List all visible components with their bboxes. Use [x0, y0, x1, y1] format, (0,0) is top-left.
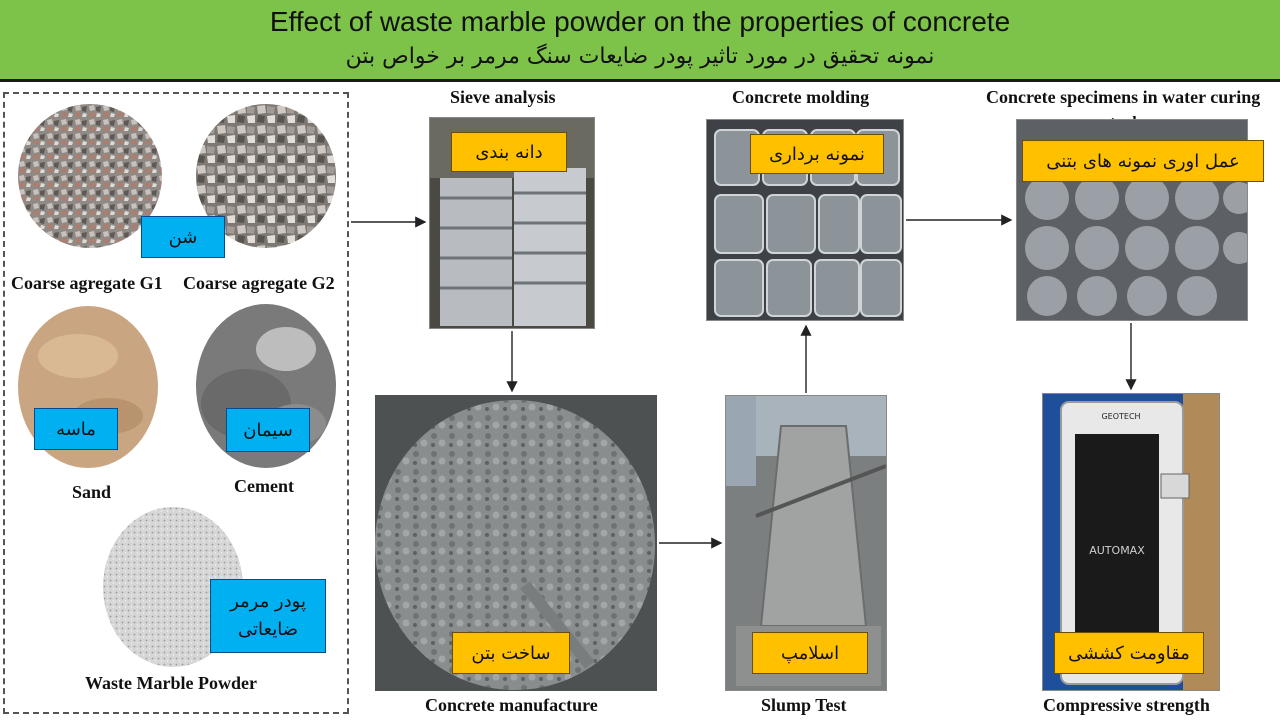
marble-label-line2: ضایعاتی — [238, 619, 298, 640]
concrete-molding-label: نمونه برداری — [750, 134, 884, 174]
title-english: Effect of waste marble powder on the pro… — [269, 6, 1011, 37]
sieve-analysis-caption: Sieve analysis — [450, 87, 556, 107]
cement-label: سیمان — [226, 408, 310, 452]
concrete-manufacture-caption: Concrete manufacture — [425, 695, 598, 715]
concrete-manufacture-label: ساخت بتن — [452, 632, 570, 674]
compressive-strength-caption: Compressive strength — [1043, 695, 1210, 715]
waste-marble-powder-label: پودر مرمر ضایعاتی — [210, 579, 326, 653]
machine-brand-plate: GEOTECH — [1101, 412, 1140, 421]
title-persian: نمونه تحقیق در مورد تاثیر پودر ضایعات سن… — [345, 44, 935, 69]
slump-test-label: اسلامپ — [752, 632, 868, 674]
compressive-strength-label: مقاومت کششی — [1054, 632, 1204, 674]
waste-marble-powder-caption: Waste Marble Powder — [85, 673, 257, 693]
curing-tank-label: عمل اوری نمونه های بتنی — [1022, 140, 1264, 182]
materials-group — [3, 92, 349, 714]
coarse-aggregate-g1-caption: Coarse agregate G1 — [11, 273, 163, 293]
marble-label-line1: پودر مرمر — [230, 591, 306, 612]
machine-model-text: AUTOMAX — [1089, 544, 1145, 557]
sand-caption: Sand — [72, 482, 112, 502]
cement-caption: Cement — [234, 476, 294, 496]
concrete-molding-caption: Concrete molding — [732, 87, 870, 107]
coarse-aggregate-g1-image — [18, 104, 162, 248]
sieve-analysis-label: دانه بندی — [451, 132, 567, 172]
sand-label: ماسه — [34, 408, 118, 450]
slump-test-caption: Slump Test — [761, 695, 847, 715]
curing-caption-line1: Concrete specimens in water curing — [986, 87, 1261, 107]
coarse-aggregate-label: شن — [141, 216, 225, 258]
title-banner: Effect of waste marble powder on the pro… — [0, 0, 1280, 82]
coarse-aggregate-g2-caption: Coarse agregate G2 — [183, 273, 335, 293]
